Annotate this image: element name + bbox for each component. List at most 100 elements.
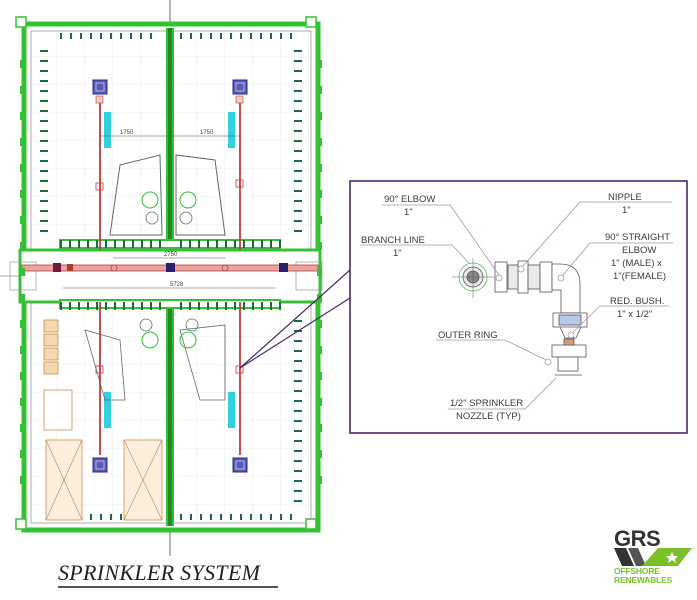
wall-fixture	[20, 320, 25, 328]
wall-fixture	[100, 33, 102, 39]
label-leaders	[360, 201, 673, 410]
wall-fixture	[40, 140, 48, 142]
wall-fixture	[294, 170, 302, 172]
wall-fixture	[207, 302, 209, 310]
wall-fixture	[317, 294, 322, 302]
label-red-bush-title: RED. BUSH.	[610, 296, 664, 307]
wall-fixture	[20, 86, 25, 94]
wall-fixture	[190, 514, 192, 520]
wall-fixture	[40, 50, 48, 52]
wall-fixture	[280, 514, 282, 520]
wall-fixture	[261, 302, 263, 310]
wall-fixture	[40, 110, 48, 112]
wall-fixture	[294, 400, 302, 402]
wall-fixture	[200, 33, 202, 39]
wall-fixture	[96, 240, 98, 248]
wall-fixture	[141, 302, 143, 310]
wall-fixture	[294, 80, 302, 82]
wall-fixture	[317, 112, 322, 120]
wall-fixture	[294, 360, 302, 362]
wall-fixture	[294, 200, 302, 202]
wall-fixture	[40, 160, 48, 162]
room-upper-right: 1750	[172, 79, 248, 250]
wall-fixture	[87, 240, 89, 248]
wall-fixture	[150, 302, 152, 310]
wall-fixture	[317, 190, 322, 198]
wall-fixture	[40, 180, 48, 182]
wall-fixture	[189, 240, 191, 248]
wall-fixture	[317, 372, 322, 380]
wall-fixture	[20, 138, 25, 146]
wall-fixture	[294, 450, 302, 452]
wall-fixture	[294, 120, 302, 122]
logo-stripes-icon	[614, 548, 692, 566]
wall-fixture	[150, 33, 152, 39]
wall-fixture	[317, 398, 322, 406]
wall-fixture	[294, 420, 302, 422]
wall-fixture	[207, 240, 209, 248]
label-nipple-title: NIPPLE	[608, 192, 642, 203]
wall-fixture	[294, 50, 302, 52]
callout-leader-upper	[239, 269, 351, 369]
wall-fixture	[317, 450, 322, 458]
wall-fixture	[294, 490, 302, 492]
wall-fixture	[294, 410, 302, 412]
wall-fixture	[40, 230, 48, 232]
wall-fixture	[294, 210, 302, 212]
wall-fixture	[180, 514, 182, 520]
wall-fixture	[279, 240, 281, 248]
wall-fixture	[114, 302, 116, 310]
wall-fixture	[294, 230, 302, 232]
wall-fixture	[20, 476, 25, 484]
wall-fixture	[210, 514, 212, 520]
wall-fixture	[294, 110, 302, 112]
wall-fixture	[120, 33, 122, 39]
wall-fixture	[78, 302, 80, 310]
wall-fixture	[294, 470, 302, 472]
wall-fixture	[60, 302, 62, 310]
room-upper-left: 1750	[92, 79, 168, 250]
wall-fixture	[20, 294, 25, 302]
wall-fixture	[20, 190, 25, 198]
dim-corridor-bottom: 5728	[170, 282, 184, 288]
wall-fixture	[70, 33, 72, 39]
wall-fixture	[60, 240, 62, 248]
wall-fixture	[210, 33, 212, 39]
wall-fixture	[40, 120, 48, 122]
wall-fixture	[132, 302, 134, 310]
label-sprinkler-nozzle-line1: 1/2" SPRINKLER	[450, 398, 523, 409]
wall-fixture	[225, 240, 227, 248]
diagram-title: SPRINKLER SYSTEM	[58, 560, 278, 588]
wall-fixture	[270, 302, 272, 310]
wall-fixture	[270, 33, 272, 39]
wall-fixture	[294, 380, 302, 382]
wall-fixture	[294, 350, 302, 352]
wall-fixture	[40, 200, 48, 202]
wall-fixture	[180, 302, 182, 310]
label-elbow-size: 1"	[404, 207, 413, 218]
dim-upper-right: 1750	[200, 130, 214, 136]
wall-fixture	[20, 60, 25, 68]
wall-fixture	[260, 514, 262, 520]
wall-fixture	[294, 160, 302, 162]
wall-fixture	[294, 140, 302, 142]
wall-fixture	[40, 130, 48, 132]
wall-fixture	[294, 340, 302, 342]
wall-fixture	[180, 240, 182, 248]
wall-fixture	[294, 220, 302, 222]
wall-fixture	[230, 33, 232, 39]
wall-fixture	[290, 33, 292, 39]
detail-callout: 90° ELBOW 1" BRANCH LINE 1" NIPPLE 1" 90…	[349, 180, 688, 434]
wall-fixture	[69, 302, 71, 310]
wall-fixture	[159, 302, 161, 310]
wall-fixture	[78, 240, 80, 248]
wall-fixture	[20, 424, 25, 432]
wall-fixture	[180, 33, 182, 39]
wall-fixture	[294, 60, 302, 62]
grs-logo: GRS OFFSHORE RENEWABLES	[612, 528, 694, 590]
wall-fixture	[234, 240, 236, 248]
wall-fixture	[317, 476, 322, 484]
logo-line2: RENEWABLES	[614, 575, 672, 585]
wall-fixture	[40, 220, 48, 222]
